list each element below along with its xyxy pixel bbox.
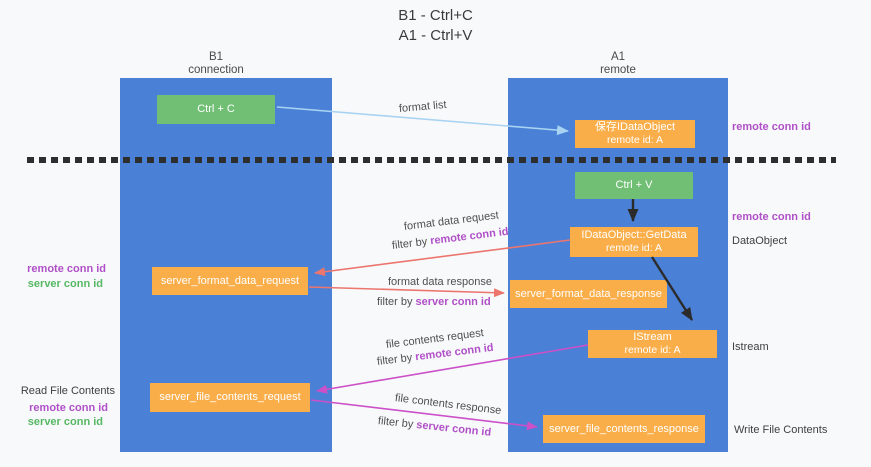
- right-label-remote-conn-id-top: remote conn id: [732, 121, 811, 133]
- node-ctrl-c: Ctrl + C: [157, 95, 275, 124]
- ctrl-v-label: Ctrl + V: [615, 179, 653, 191]
- lifeline-b1-title: B1: [208, 51, 224, 63]
- left-label-server-conn-id-bottom: server conn id: [27, 416, 103, 428]
- right-label-remote-conn-id-mid: remote conn id: [732, 211, 811, 223]
- istream-line1: IStream: [633, 331, 672, 343]
- getdata-line1: IDataObject::GetData: [581, 229, 687, 241]
- right-label-istream: Istream: [732, 341, 769, 353]
- node-server-format-data-request: server_format_data_request: [152, 267, 308, 295]
- left-label-server-conn-id-mid: server conn id: [27, 278, 103, 290]
- server-conn-id-key: server conn id: [415, 296, 491, 308]
- title-line-2: A1 - Ctrl+V: [398, 27, 473, 44]
- lifeline-b1-subtitle: connection: [188, 63, 244, 76]
- node-save-idataobject: 保存IDataObject remote id: A: [575, 120, 695, 148]
- server-format-data-response-label: server_format_data_response: [515, 287, 662, 300]
- lifeline-header-a1: A1 remote: [558, 51, 678, 76]
- node-server-file-contents-request: server_file_contents_request: [150, 383, 310, 412]
- label-format-data-response-filter: filter by server conn id: [377, 296, 491, 308]
- node-server-file-contents-response: server_file_contents_response: [543, 415, 705, 443]
- save-idataobject-line2: remote id: A: [606, 134, 664, 146]
- filter-by-text: filter by: [377, 296, 416, 308]
- title-line-1: B1 - Ctrl+C: [398, 7, 473, 24]
- node-istream: IStream remote id: A: [588, 330, 717, 358]
- server-format-data-request-label: server_format_data_request: [160, 274, 300, 287]
- lifeline-a1-subtitle: remote: [600, 63, 636, 76]
- label-format-list: format list: [398, 98, 448, 115]
- filter-by-text: filter by: [376, 351, 416, 368]
- ctrl-c-label: Ctrl + C: [197, 103, 235, 115]
- diagram-title: B1 - Ctrl+C A1 - Ctrl+V: [0, 6, 871, 46]
- right-label-dataobject: DataObject: [732, 235, 788, 247]
- filter-by-text: filter by: [377, 415, 417, 431]
- server-file-contents-request-label: server_file_contents_request: [159, 391, 301, 403]
- lifeline-a1-title: A1: [610, 51, 626, 63]
- lifeline-header-b1: B1 connection: [156, 51, 276, 76]
- istream-line2: remote id: A: [624, 344, 681, 356]
- label-file-contents-response-filter: filter by server conn id: [377, 415, 491, 439]
- label-format-data-response: format data response: [388, 276, 492, 288]
- left-label-read-file-contents: Read File Contents: [20, 385, 115, 397]
- node-idataobject-getdata: IDataObject::GetData remote id: A: [570, 227, 698, 257]
- filter-by-text: filter by: [391, 235, 431, 252]
- right-label-write-file-contents: Write File Contents: [734, 424, 828, 436]
- getdata-line2: remote id: A: [605, 242, 663, 254]
- node-ctrl-v: Ctrl + V: [575, 172, 693, 199]
- save-idataobject-line1: 保存IDataObject: [594, 121, 676, 133]
- server-file-contents-response-label: server_file_contents_response: [549, 422, 699, 435]
- left-label-remote-conn-id-bottom: remote conn id: [29, 402, 108, 414]
- remote-conn-id-key: remote conn id: [429, 225, 510, 248]
- phase-divider-dashed-line: [27, 157, 836, 163]
- label-file-contents-response: file contents response: [394, 392, 502, 417]
- node-server-format-data-response: server_format_data_response: [510, 280, 667, 308]
- server-conn-id-key: server conn id: [415, 419, 492, 439]
- left-label-remote-conn-id-mid: remote conn id: [27, 263, 106, 275]
